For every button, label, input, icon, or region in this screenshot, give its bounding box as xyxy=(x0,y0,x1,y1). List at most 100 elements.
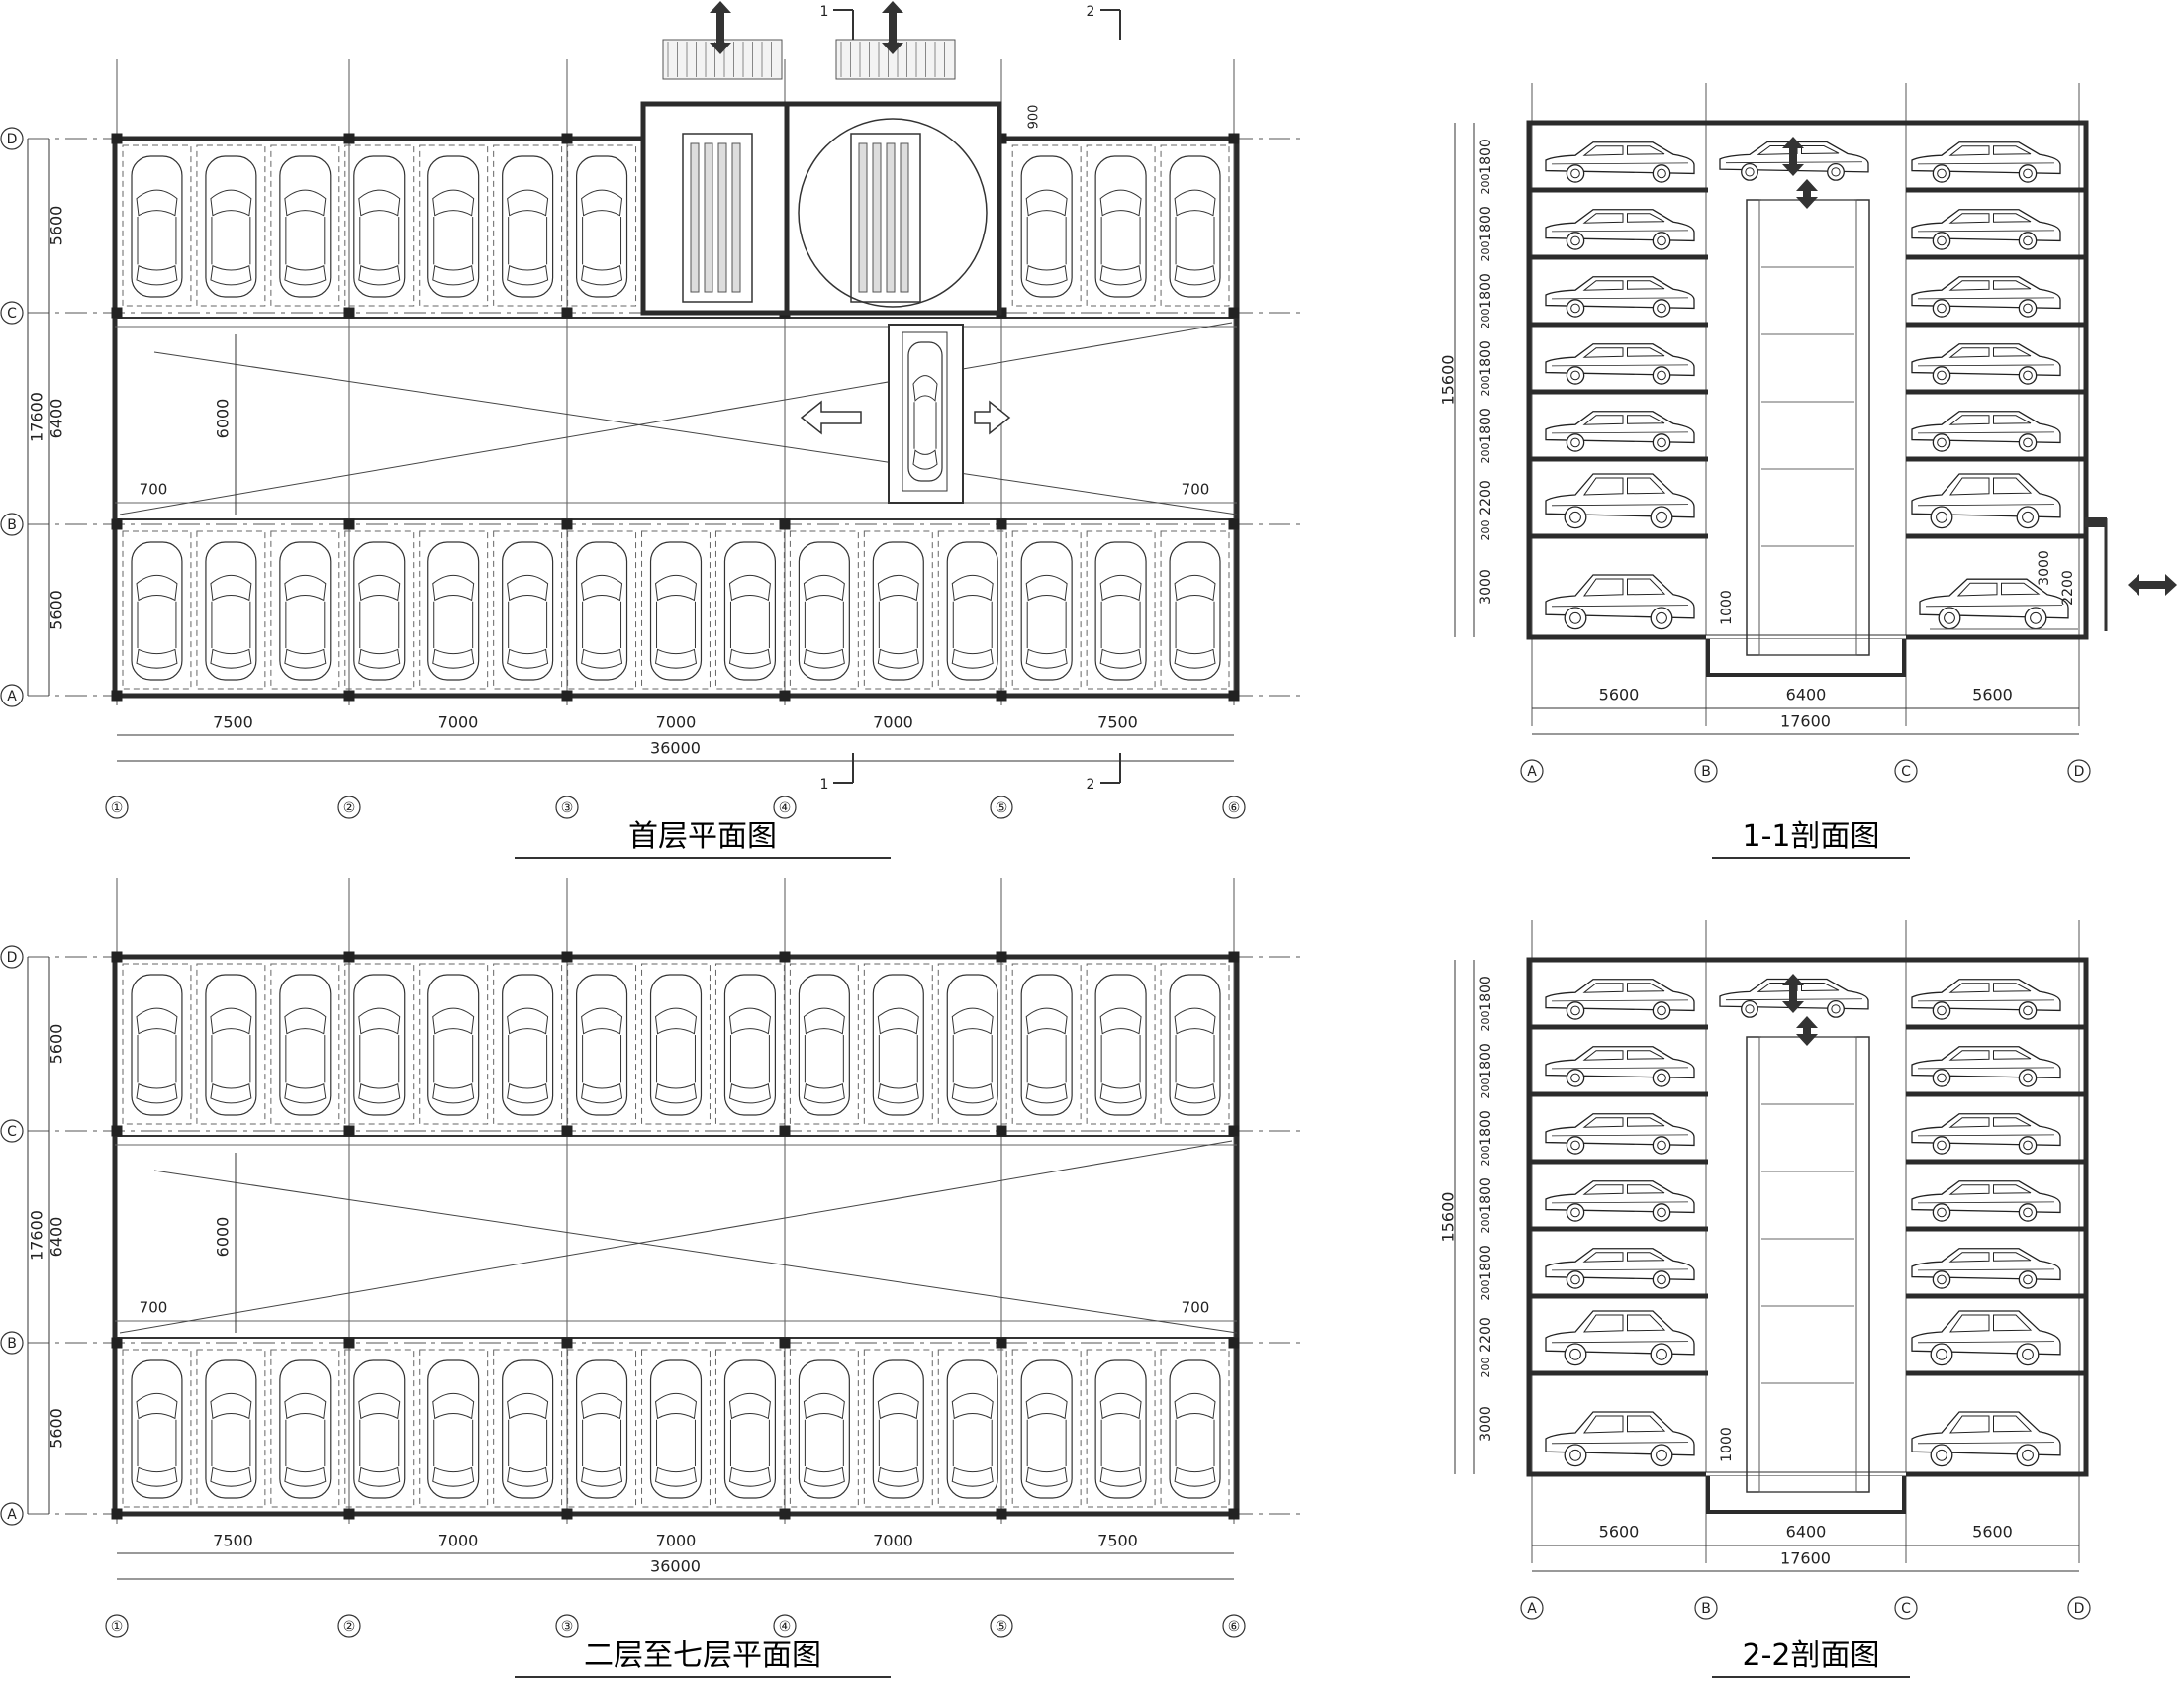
sec-label-b: B xyxy=(1701,764,1711,780)
lift-shaft xyxy=(1746,199,1870,656)
sec-label-d-circle xyxy=(2067,759,2091,783)
car-wheel xyxy=(2018,1270,2038,1289)
car-belt-line xyxy=(1551,1067,1689,1070)
lift-rail xyxy=(872,142,882,293)
car-top-view xyxy=(1169,1359,1221,1499)
sec-label-c-circle xyxy=(1894,759,1918,783)
car-belt-line xyxy=(1917,162,2055,165)
car-belt-line xyxy=(1917,999,2055,1002)
car-wheel xyxy=(2018,1069,2038,1087)
arrow-shaft xyxy=(1803,1026,1811,1036)
bay-dim-label: 7000 xyxy=(438,1532,479,1550)
car-window xyxy=(1948,983,1990,993)
car-wheel xyxy=(2016,506,2040,529)
car-wheel xyxy=(1652,232,1671,250)
car-window xyxy=(1627,477,1666,495)
structural-column xyxy=(561,307,573,319)
car-wheel xyxy=(1652,1203,1671,1222)
car-side-view xyxy=(1545,1248,1695,1289)
lift-platform xyxy=(850,133,921,303)
car-wheel xyxy=(1652,1136,1671,1155)
structural-column xyxy=(561,951,573,963)
row-label-b: B xyxy=(7,517,17,533)
car-hub xyxy=(1745,167,1755,177)
car-rear-window xyxy=(507,648,549,669)
parking-bay xyxy=(493,144,563,307)
car-hub xyxy=(1937,1274,1947,1285)
car-windshield xyxy=(507,189,549,217)
car-hub xyxy=(1936,511,1947,523)
section-1-title: 1-1剖面图 xyxy=(1712,817,1910,859)
sec-width-label: 6400 xyxy=(1786,1523,1827,1542)
sec-width-label: 5600 xyxy=(1599,1523,1640,1542)
edge-offset-label: 700 xyxy=(1182,481,1210,499)
bay-dim-label: 7000 xyxy=(873,1532,913,1550)
sec-label-a-circle xyxy=(1520,759,1544,783)
parking-bay xyxy=(567,1349,637,1508)
car-window xyxy=(1993,1184,2032,1194)
car-wheel xyxy=(2018,1136,2038,1155)
car-rear-window xyxy=(1099,265,1142,286)
parking-bay xyxy=(789,1349,859,1508)
car-rear-window xyxy=(951,648,994,669)
car-hub xyxy=(1570,235,1580,246)
car-rear-window xyxy=(728,1083,771,1104)
car-body xyxy=(1094,974,1147,1116)
car-body xyxy=(946,541,998,681)
parking-bay xyxy=(493,963,563,1125)
parking-bay xyxy=(1086,963,1156,1125)
car-wheel xyxy=(2018,164,2038,183)
car-side-view xyxy=(1545,979,1695,1020)
col-label-1: ① xyxy=(111,1619,124,1635)
car-windshield xyxy=(432,189,475,217)
car-hub xyxy=(1937,1140,1947,1151)
car-body xyxy=(353,974,406,1116)
car-side-view xyxy=(1919,578,2069,630)
car-top-view xyxy=(946,1359,998,1499)
row-dim-label: 5600 xyxy=(47,1024,66,1065)
arrow-head xyxy=(1796,1034,1818,1046)
car-body xyxy=(872,541,924,681)
col-label-1-circle xyxy=(105,1614,129,1638)
sec-label-a: A xyxy=(1527,764,1537,780)
car-body xyxy=(575,541,628,681)
structural-column xyxy=(779,1508,791,1520)
car-rear-window xyxy=(1099,1083,1142,1104)
total-depth-label: 17600 xyxy=(28,1210,47,1261)
car-top-view xyxy=(798,1359,850,1499)
car-wheel xyxy=(1932,366,1951,385)
structural-column xyxy=(779,690,791,702)
sec-label-b: B xyxy=(1701,1601,1711,1617)
car-hub xyxy=(1570,437,1580,448)
upper-plan-title: 二层至七层平面图 xyxy=(515,1637,891,1678)
car-side-view xyxy=(1545,1180,1695,1222)
car-side-view xyxy=(1911,141,2061,183)
car-window xyxy=(1949,1415,1990,1434)
parking-bay xyxy=(1160,1349,1230,1508)
car-wheel xyxy=(1566,1001,1585,1020)
car-side-view xyxy=(1911,1310,2061,1366)
car-body xyxy=(1169,974,1221,1116)
car-top-view xyxy=(946,541,998,681)
car-body xyxy=(131,974,183,1116)
car-top-view xyxy=(723,1359,777,1499)
lift-pit xyxy=(1706,635,1906,677)
car-window xyxy=(1627,983,1665,992)
car-rear-window xyxy=(136,265,178,286)
total-width-label: 36000 xyxy=(650,1557,701,1576)
car-body xyxy=(279,974,332,1116)
car-body xyxy=(798,1359,850,1499)
col-label-5-circle xyxy=(990,1614,1013,1638)
row-label-a: A xyxy=(7,689,17,704)
car-hub xyxy=(1569,611,1581,624)
car-side-view xyxy=(1911,979,2061,1020)
car-windshield xyxy=(432,574,475,602)
car-top-view xyxy=(279,155,332,298)
car-windshield xyxy=(803,574,845,602)
car-window xyxy=(1627,347,1665,357)
car-windshield xyxy=(1025,1392,1068,1420)
car-rear-window xyxy=(1099,1466,1142,1487)
car-hub xyxy=(2023,303,2033,314)
parking-bay xyxy=(1086,530,1156,690)
car-body xyxy=(649,974,703,1116)
